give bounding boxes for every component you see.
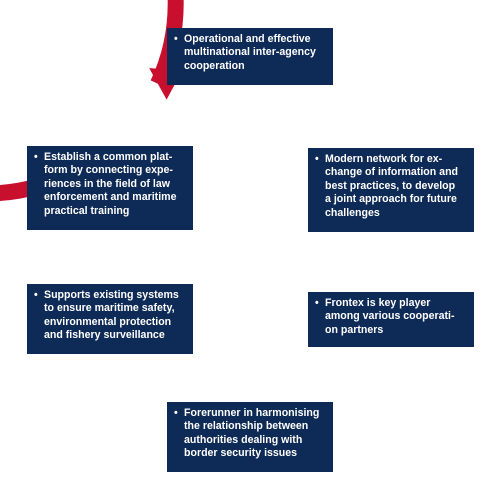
bullet-icon: •	[315, 153, 319, 165]
step-text: Operational and effective multinational …	[184, 33, 316, 72]
bullet-icon: •	[34, 151, 38, 163]
step-box-common-platform: • Establish a common plat- form by conne…	[27, 146, 193, 230]
step-text: Forerunner in harmonising the relationsh…	[184, 407, 320, 460]
step-text: Frontex is key player among various coop…	[325, 297, 455, 336]
step-box-supports-existing-systems: • Supports existing systems to ensure ma…	[27, 284, 193, 354]
bullet-icon: •	[34, 289, 38, 301]
bullet-icon: •	[174, 33, 178, 45]
step-box-operational-cooperation: • Operational and effective multinationa…	[167, 28, 333, 85]
step-text: Establish a common plat- form by connect…	[44, 151, 177, 217]
bullet-icon: •	[315, 297, 319, 309]
step-text: Modern network for ex- change of informa…	[325, 153, 459, 219]
step-text: Supports existing systems to ensure mari…	[44, 289, 179, 342]
bullet-icon: •	[174, 407, 178, 419]
step-box-forerunner-harmonising: • Forerunner in harmonising the relation…	[167, 402, 333, 472]
step-box-frontex-key-player: • Frontex is key player among various co…	[308, 292, 474, 347]
step-box-modern-network: • Modern network for ex- change of infor…	[308, 148, 474, 232]
